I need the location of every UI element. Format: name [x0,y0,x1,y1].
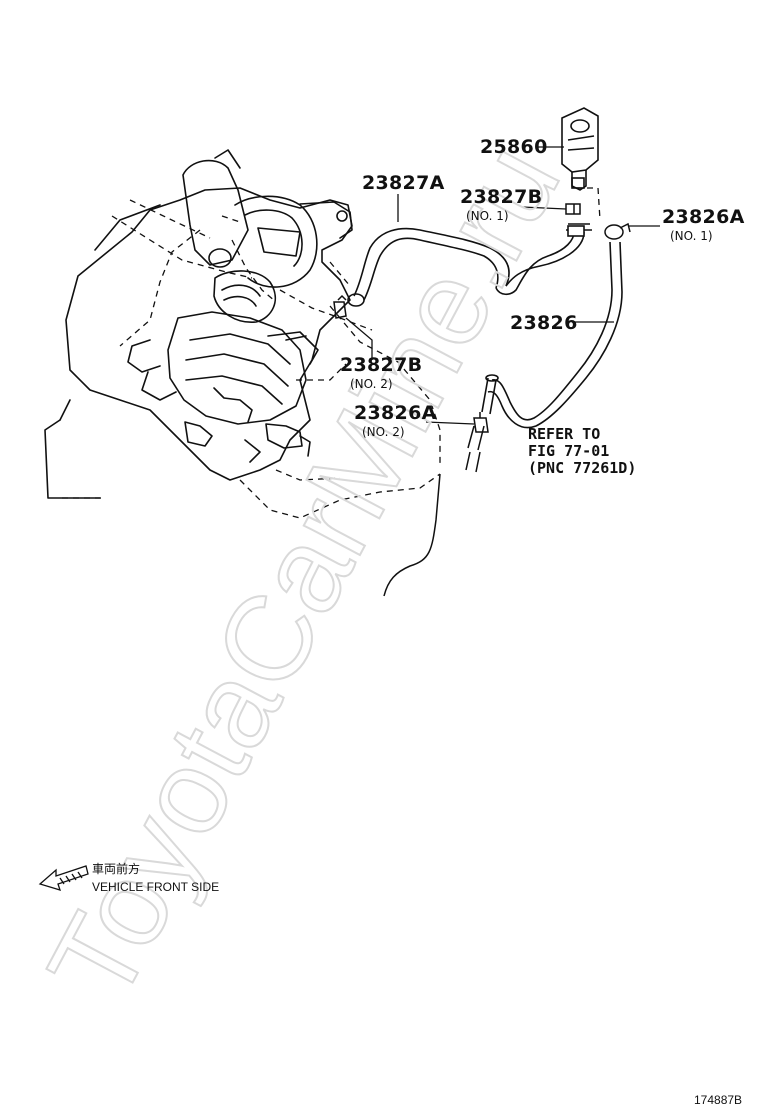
clamp-23827b-no1 [565,203,581,215]
callout-25860: 25860 [480,136,548,158]
clamp-23827b-no2 [333,294,347,319]
callout-23826a-no2-sub: (NO. 2) [362,425,405,439]
callout-23826: 23826 [510,312,578,334]
callout-23827b-no1-sub: (NO. 1) [466,209,509,223]
hose-23827a [347,223,592,307]
vehicle-front-label-en: VEHICLE FRONT SIDE [92,880,220,894]
reference-line-2: FIG 77-01 [528,442,610,460]
callout-23827b-no2-sub: (NO. 2) [350,377,393,391]
vehicle-front-label-jp: 車両前方 [92,862,141,876]
callout-23827b-no1: 23827B [460,186,543,208]
reference-line-3: (PNC 77261D) [528,459,637,477]
clamp-23826a-no1 [604,222,631,240]
engine-assembly [44,149,353,499]
callout-23826a-no2: 23826A [354,402,437,424]
callout-23827a: 23827A [362,172,445,194]
callout-23826a-no1: 23826A [662,206,745,228]
leader-lines [345,146,660,425]
callout-23826a-no1-sub: (NO. 1) [670,229,713,243]
valve-25860 [561,107,599,191]
vehicle-front-label: 車両前方 VEHICLE FRONT SIDE [92,860,219,896]
arrow-left-hatched-icon [38,865,89,891]
clamp-23826a-no2 [473,412,489,433]
lower-hose-route [383,473,441,597]
reference-line-1: REFER TO [528,425,601,443]
callout-23827b-no2: 23827B [340,354,423,376]
reference-note: REFER TO FIG 77-01 (PNC 77261D) [528,426,636,477]
pipe-lower [465,425,485,473]
phantom-lines [62,187,601,519]
figure-number: 174887B [694,1093,743,1107]
hose-23826 [481,241,623,429]
